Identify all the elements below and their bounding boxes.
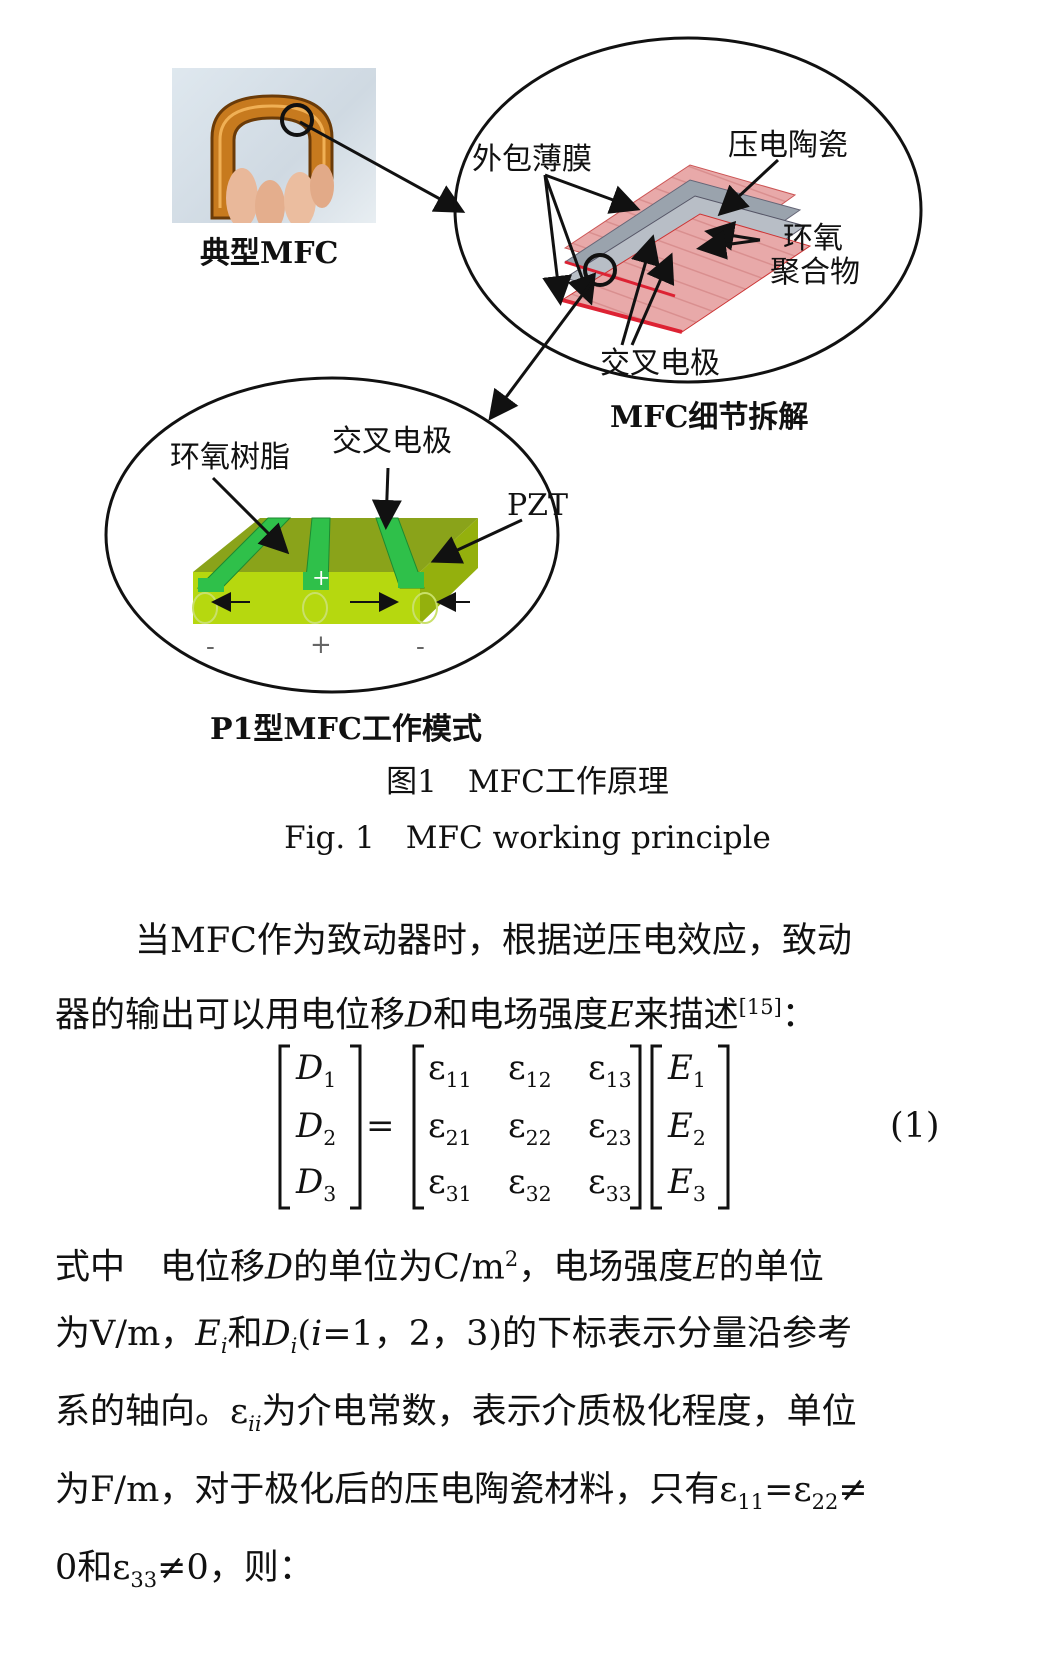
label-epoxy-1: 环氧 (783, 221, 843, 256)
mode-title: P1型MFC工作模式 (210, 712, 482, 747)
paragraph-1: 当MFC作为致动器时，根据逆压电效应，致动 器的输出可以用电位移D和电场强度E来… (55, 908, 1005, 1049)
para1-line1: 当MFC作为致动器时，根据逆压电效应，致动 (135, 921, 852, 961)
minus-right: - (416, 632, 425, 662)
para1-line2: 器的输出可以用电位移D和电场强度E来描述[15]： (55, 995, 817, 1036)
para2-line4: 为F/m，对于极化后的压电陶瓷材料，只有ε11=ε22≠ (55, 1469, 868, 1514)
label-mode-electrode: 交叉电极 (332, 424, 452, 459)
figure-drawing (104, 36, 923, 694)
caption-en: Fig. 1 MFC working principle (284, 820, 771, 856)
para2-line2: 为V/m，Ei和Di(i=1，2，3)的下标表示分量沿参考 (55, 1313, 852, 1358)
detail-ellipse (453, 36, 923, 384)
equation-number: (1) (890, 1106, 940, 1146)
arrow-to-mode (488, 281, 594, 421)
label-ceramic: 压电陶瓷 (728, 128, 848, 163)
label-pzt: PZT (507, 488, 569, 523)
label-resin: 环氧树脂 (170, 440, 290, 475)
minus-left: - (206, 632, 215, 662)
label-film: 外包薄膜 (472, 142, 592, 177)
detail-title: MFC细节拆解 (610, 400, 809, 435)
photo-label: 典型MFC (200, 236, 339, 271)
caption-cn: 图1 MFC工作原理 (386, 764, 669, 800)
pzt-block (192, 517, 478, 624)
equation-1: D1 D2 D3 = ε11 ε12 ε13 ε21 ε22 ε23 ε31 ε… (0, 1040, 1055, 1215)
matrix-brackets (278, 1044, 730, 1210)
mode-ellipse (104, 376, 560, 694)
para2-line1: 式中 电位移D的单位为C/m2，电场强度E的单位 (55, 1247, 824, 1288)
label-epoxy-2: 聚合物 (770, 255, 860, 290)
paragraph-2: 式中 电位移D的单位为C/m2，电场强度E的单位 为V/m，Ei和Di(i=1，… (55, 1226, 1005, 1613)
plus-bottom: + (310, 630, 332, 660)
equals-sign: = (366, 1106, 395, 1146)
label-electrode: 交叉电极 (600, 346, 720, 381)
arrow-to-detail (299, 120, 466, 213)
para2-line3: 系的轴向。εii为介电常数，表示介质极化程度，单位 (55, 1391, 857, 1436)
para2-line5: 0和ε33≠0，则： (55, 1547, 314, 1592)
plus-top: + (312, 566, 331, 591)
